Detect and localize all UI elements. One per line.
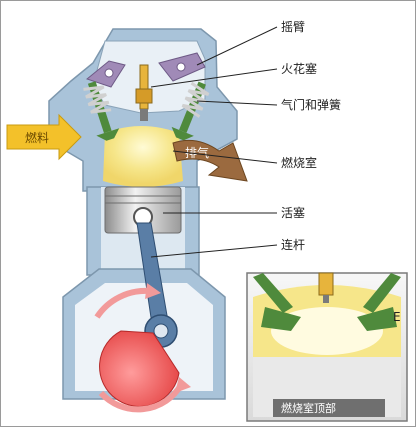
rocker-arms (85, 52, 206, 88)
inset-edge-mark: E (393, 310, 401, 324)
valves (83, 81, 210, 141)
inset-panel: E 燃烧室顶部 (246, 272, 408, 422)
spark-plug-shape (135, 64, 153, 121)
label-valves-springs: 气门和弹簧 (281, 97, 341, 112)
inset-caption: 燃烧室顶部 (281, 401, 336, 415)
crankshaft-shape (94, 283, 191, 413)
combustion-flame (103, 126, 183, 187)
label-connecting-rod: 连杆 (281, 237, 305, 252)
label-piston: 活塞 (281, 205, 305, 220)
label-combustion-chamber: 燃烧室 (281, 155, 317, 170)
fuel-label: 燃料 (25, 130, 49, 145)
exhaust-arrow: 排气 (172, 139, 248, 182)
piston-shape (104, 186, 182, 234)
fuel-arrow: 燃料 (6, 113, 82, 161)
label-spark-plug: 火花塞 (281, 61, 317, 76)
exhaust-label: 排气 (185, 145, 209, 160)
leader-lines (150, 26, 278, 258)
label-rocker-arm: 摇臂 (281, 20, 305, 34)
